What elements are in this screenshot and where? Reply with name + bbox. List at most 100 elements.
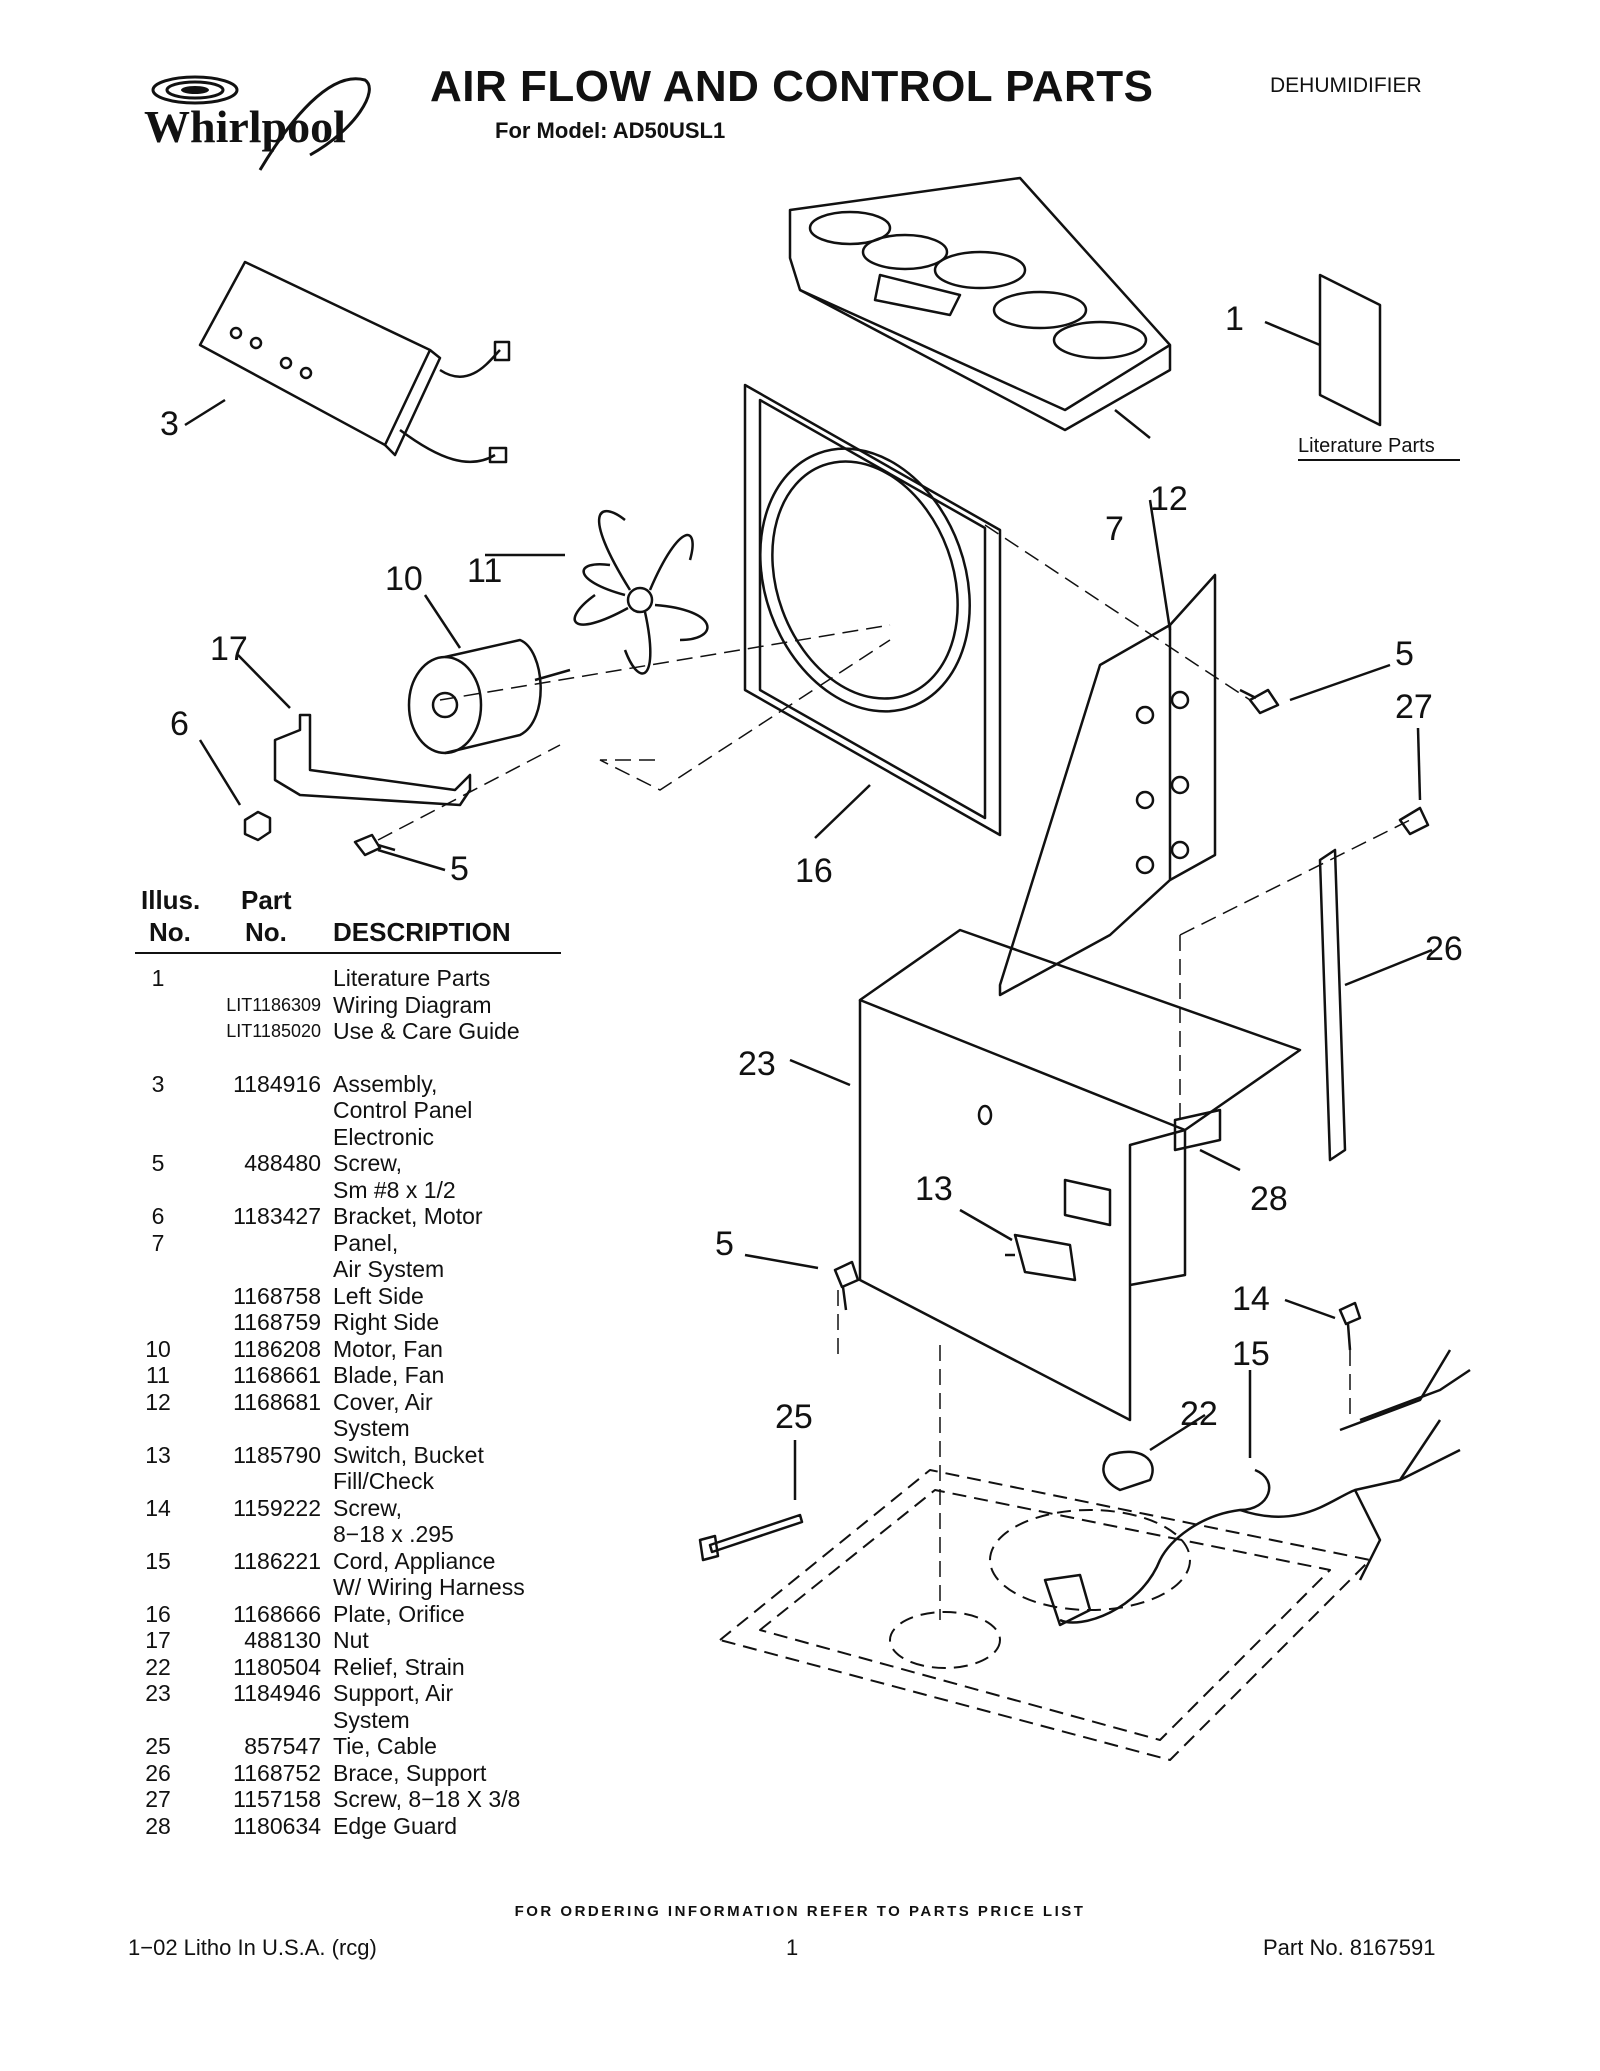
illus-number: 11 <box>146 1362 170 1388</box>
part-description: 8−18 x .295 <box>333 1521 454 1547</box>
illus-number <box>135 1256 181 1283</box>
illus-number <box>135 1018 181 1045</box>
illus-number <box>135 1177 181 1204</box>
table-row: Fill/Check <box>135 1468 575 1495</box>
screw <box>1338 1301 1362 1351</box>
whirlpool-logo: Whirlpool <box>144 75 371 171</box>
header-illus: Illus. <box>141 885 201 915</box>
part-number: 1157158 <box>233 1786 321 1812</box>
header-rule <box>135 952 561 954</box>
callout-14: 14 <box>1232 1280 1270 1318</box>
part-number: 857547 <box>244 1733 321 1759</box>
callout-28: 28 <box>1250 1180 1288 1218</box>
part-number: 1185790 <box>233 1441 321 1468</box>
illus-number: 3 <box>151 1070 165 1097</box>
illus-number: 28 <box>145 1812 171 1839</box>
illus-number <box>135 1574 181 1601</box>
callout-12: 12 <box>1150 480 1188 518</box>
part-description: Support, Air <box>333 1680 454 1706</box>
part-number <box>181 1707 321 1734</box>
part-description: Sm #8 x 1/2 <box>333 1176 456 1203</box>
illus-number <box>135 1283 181 1310</box>
illus-number <box>135 992 181 1019</box>
illus-number: 10 <box>145 1335 171 1362</box>
part-description: System <box>333 1415 410 1441</box>
illus-number <box>135 1415 181 1442</box>
bucket-switch <box>1005 1233 1077 1282</box>
part-description: System <box>333 1706 410 1733</box>
part-description: Motor, Fan <box>333 1335 443 1362</box>
header-illus-no: No. <box>149 917 191 947</box>
part-description: Panel, <box>333 1229 399 1256</box>
part-description: Wiring Diagram <box>333 991 492 1018</box>
illus-number: 12 <box>145 1388 171 1415</box>
header-part: Part <box>241 885 292 915</box>
callout-11: 11 <box>467 552 502 590</box>
callout-5: 5 <box>715 1225 734 1263</box>
part-number <box>181 1177 321 1204</box>
part-number: 1168666 <box>233 1600 321 1627</box>
page-number: 1 <box>786 1935 799 1960</box>
part-description: Tie, Cable <box>333 1733 437 1759</box>
part-number: 1168758 <box>233 1282 321 1309</box>
illus-number: 5 <box>151 1150 165 1176</box>
orifice-plate <box>743 383 1002 837</box>
illus-number <box>135 1124 181 1151</box>
callout-1: 1 <box>1225 300 1244 338</box>
table-row: 10 1186208 Motor, Fan <box>135 1336 575 1363</box>
part-number: 488480 <box>244 1150 321 1176</box>
part-number: 1168752 <box>233 1759 321 1786</box>
illus-number <box>135 1468 181 1495</box>
screw <box>353 833 396 857</box>
part-description: Electronic <box>333 1123 434 1150</box>
callout-25: 25 <box>775 1398 813 1436</box>
illus-number <box>135 1521 181 1548</box>
document-part-number: Part No. 8167591 <box>1263 1935 1436 1960</box>
table-row: Electronic <box>135 1124 575 1151</box>
part-number <box>181 1468 321 1495</box>
callout-22: 22 <box>1180 1395 1218 1433</box>
part-number: LIT1185020 <box>226 1021 321 1041</box>
illus-number: 15 <box>145 1547 171 1574</box>
callout-16: 16 <box>795 852 833 890</box>
part-number <box>181 1256 321 1283</box>
ordering-note: FOR ORDERING INFORMATION REFER TO PARTS … <box>514 1903 1086 1920</box>
cable-tie <box>698 1513 804 1562</box>
part-number <box>181 1574 321 1601</box>
strain-relief <box>1102 1450 1154 1492</box>
callout-26: 26 <box>1425 930 1463 968</box>
part-number: 1183427 <box>233 1203 321 1229</box>
table-row: W/ Wiring Harness <box>135 1574 575 1601</box>
part-description: W/ Wiring Harness <box>333 1574 525 1600</box>
part-number: 1180634 <box>233 1812 321 1839</box>
part-number: 1180504 <box>233 1653 321 1680</box>
callout-5: 5 <box>450 850 469 888</box>
part-number: 1168759 <box>233 1309 321 1335</box>
litho-note: 1−02 Litho In U.S.A. (rcg) <box>128 1935 377 1960</box>
table-row: 28 1180634 Edge Guard <box>135 1813 575 1840</box>
part-number: 1159222 <box>233 1494 321 1521</box>
part-description: Blade, Fan <box>333 1362 445 1388</box>
part-number <box>181 965 321 992</box>
part-description: Edge Guard <box>333 1812 458 1839</box>
part-number: 1186208 <box>233 1335 321 1362</box>
callout-13: 13 <box>915 1170 953 1208</box>
nut <box>243 810 272 842</box>
part-number <box>181 1097 321 1124</box>
illus-number <box>135 1097 181 1124</box>
part-number <box>181 1124 321 1151</box>
callout-15: 15 <box>1232 1335 1270 1373</box>
